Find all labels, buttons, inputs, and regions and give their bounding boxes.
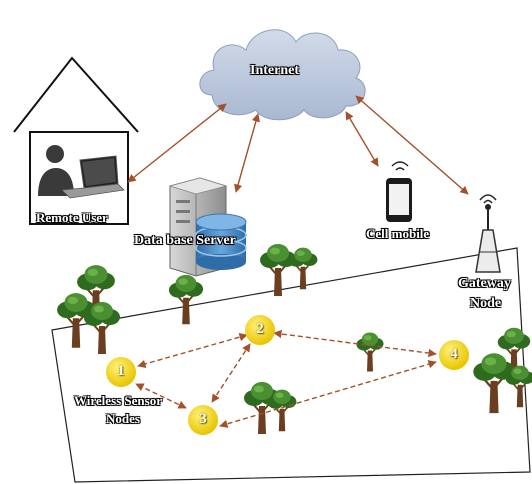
sensor-node-4 <box>439 340 469 370</box>
database-icon <box>195 213 247 270</box>
laptop-icon <box>61 155 125 199</box>
gateway-label-line2: Node <box>470 296 502 311</box>
gateway-label-line1: Gateway <box>458 276 511 291</box>
sensor-links <box>135 329 437 428</box>
cloud-icon <box>199 29 366 121</box>
antenna-tower-icon <box>475 194 501 273</box>
cell-mobile-label: Cell mobile <box>366 226 430 241</box>
node-number-1: 1 <box>117 363 125 379</box>
internet-label: Internet <box>250 63 299 78</box>
sensor-node-1 <box>106 357 136 387</box>
phone-icon <box>386 161 412 222</box>
sensor-node-2 <box>245 315 275 345</box>
network-links <box>127 95 469 195</box>
user-icon <box>38 145 74 196</box>
sensor-node-3 <box>188 405 218 435</box>
house-icon <box>13 56 139 225</box>
wsn-label-line1: Wireless Sensor <box>74 393 162 408</box>
database-server-label: Data base Server <box>134 233 236 248</box>
remote-user-label: Remote User <box>36 210 108 225</box>
wsn-label-line2: Nodes <box>106 411 140 426</box>
node-number-4: 4 <box>450 346 458 362</box>
node-number-3: 3 <box>199 411 207 427</box>
node-number-2: 2 <box>256 321 264 337</box>
